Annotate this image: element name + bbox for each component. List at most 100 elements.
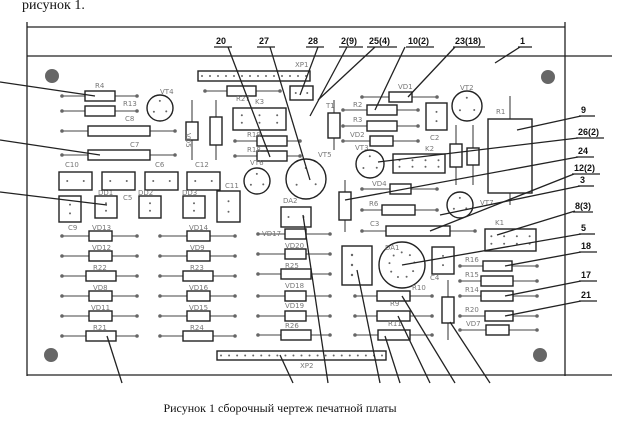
callout-number: 18 xyxy=(581,241,591,251)
component-label: R9 xyxy=(390,300,399,308)
component-label: K3 xyxy=(255,98,264,106)
leader-line xyxy=(449,321,491,384)
callout-number: 17 xyxy=(581,270,591,280)
component-vd8: VD8 xyxy=(60,284,139,302)
leader-line xyxy=(384,335,401,384)
callout-number: 25(4) xyxy=(369,36,390,46)
leader-line xyxy=(0,191,108,206)
component-label: VD19 xyxy=(285,302,304,310)
leader-line xyxy=(0,139,101,156)
component-label: VD8 xyxy=(93,284,108,292)
component-r21: R21 xyxy=(60,324,139,342)
callout-2318: 23(18) xyxy=(407,36,485,98)
component-vd16: VD16 xyxy=(158,284,237,302)
component-xp1: XP1 xyxy=(197,61,311,82)
component-label: VT7 xyxy=(480,199,494,207)
callout-number: 8(3) xyxy=(575,201,591,211)
component-label: C12 xyxy=(195,161,209,169)
callout-20: 20 xyxy=(214,36,271,158)
component-vd5: VD5 xyxy=(184,100,199,160)
component-vd7: VD7 xyxy=(458,320,539,336)
component-label: VD17 xyxy=(262,230,281,238)
component-label: K2 xyxy=(425,145,434,153)
component-r19: R19 xyxy=(233,131,302,147)
component-label: C7 xyxy=(130,141,139,149)
component-label: R24 xyxy=(190,324,204,332)
component-k3: K3 xyxy=(232,98,287,131)
component-label: R3 xyxy=(353,116,362,124)
component-label: C10 xyxy=(65,161,79,169)
figure-caption: Рисунок 1 сборочный чертеж печатной плат… xyxy=(163,401,397,415)
component-label: R25 xyxy=(285,262,299,270)
callout-102: 10(2) xyxy=(374,36,434,111)
component-label: R14 xyxy=(465,286,479,294)
component-vertical xyxy=(209,100,223,160)
component-label: R4 xyxy=(95,82,105,90)
component-vd1: VD1 xyxy=(360,83,439,103)
component-label: C2 xyxy=(430,134,439,142)
component-r26: R26 xyxy=(256,322,332,341)
component-r6: R6 xyxy=(360,200,439,216)
callout-number: 23(18) xyxy=(455,36,481,46)
component-vt4: VT4 xyxy=(146,88,174,122)
component-label: VD5 xyxy=(184,133,192,148)
component-88 xyxy=(341,245,373,286)
component-r23: R23 xyxy=(158,264,237,282)
component-label: VT2 xyxy=(460,84,474,92)
callout-18: 18 xyxy=(504,241,597,267)
component-r18: R18 xyxy=(233,146,302,162)
mounting-hole xyxy=(541,70,555,84)
component-r1: R1 xyxy=(487,96,533,205)
callout-27: 27 xyxy=(257,36,311,181)
leader-line xyxy=(106,335,123,384)
component-vertical xyxy=(327,100,341,150)
component-dd1: DD1 xyxy=(94,189,118,219)
component-label: VD20 xyxy=(285,242,304,250)
callout-number: 10(2) xyxy=(408,36,429,46)
component-r13: R13 xyxy=(60,100,139,117)
component-label: DD1 xyxy=(98,189,113,197)
component-vd2: VD2 xyxy=(341,131,420,147)
component-rect xyxy=(101,171,136,191)
component-label: R2 xyxy=(353,101,362,109)
component-r9: R9 xyxy=(353,300,434,322)
callout-number: 27 xyxy=(259,36,269,46)
component-vt6: VT6 xyxy=(243,159,271,195)
component-label: C3 xyxy=(370,220,379,228)
callout-1: 1 xyxy=(494,36,532,64)
component-dd3: DD3 xyxy=(182,189,206,219)
component-c4: C4 xyxy=(430,246,455,282)
leader-line xyxy=(0,81,96,97)
component-label: XP1 xyxy=(295,61,308,69)
component-r4: R4 xyxy=(60,82,139,102)
component-label: VD15 xyxy=(189,304,208,312)
component-r15: R15 xyxy=(458,271,539,287)
component-label: C8 xyxy=(125,115,134,123)
component-c7: C7 xyxy=(60,141,177,161)
callout-number: 12(2) xyxy=(574,163,595,173)
top-cut-text: рисунок 1. xyxy=(22,0,85,13)
component-label: VT5 xyxy=(318,151,332,159)
component-c9: C9 xyxy=(58,195,82,232)
component-label: VD13 xyxy=(92,224,111,232)
component-label: C6 xyxy=(155,161,165,169)
callout-262: 26(2) xyxy=(377,127,604,163)
component-t1: T1 xyxy=(289,85,335,110)
component-c11: C11 xyxy=(216,182,241,223)
component-c8: C8 xyxy=(60,115,177,137)
component-label: R20 xyxy=(465,306,479,314)
callout-number: 5 xyxy=(581,223,586,233)
component-label: R18 xyxy=(247,146,261,154)
component-label: VD14 xyxy=(189,224,209,232)
callout-9: 9 xyxy=(516,105,595,131)
leader-line xyxy=(401,295,456,384)
callout-83: 8(3) xyxy=(496,201,593,236)
component-vertical xyxy=(441,280,455,340)
component-label: DA2 xyxy=(283,197,298,205)
component-vd14: VD14 xyxy=(158,224,237,242)
component-label: R16 xyxy=(465,256,479,264)
component-label: VD2 xyxy=(350,131,365,139)
component-r10: R10 xyxy=(353,284,434,302)
component-label: C4 xyxy=(430,274,440,282)
